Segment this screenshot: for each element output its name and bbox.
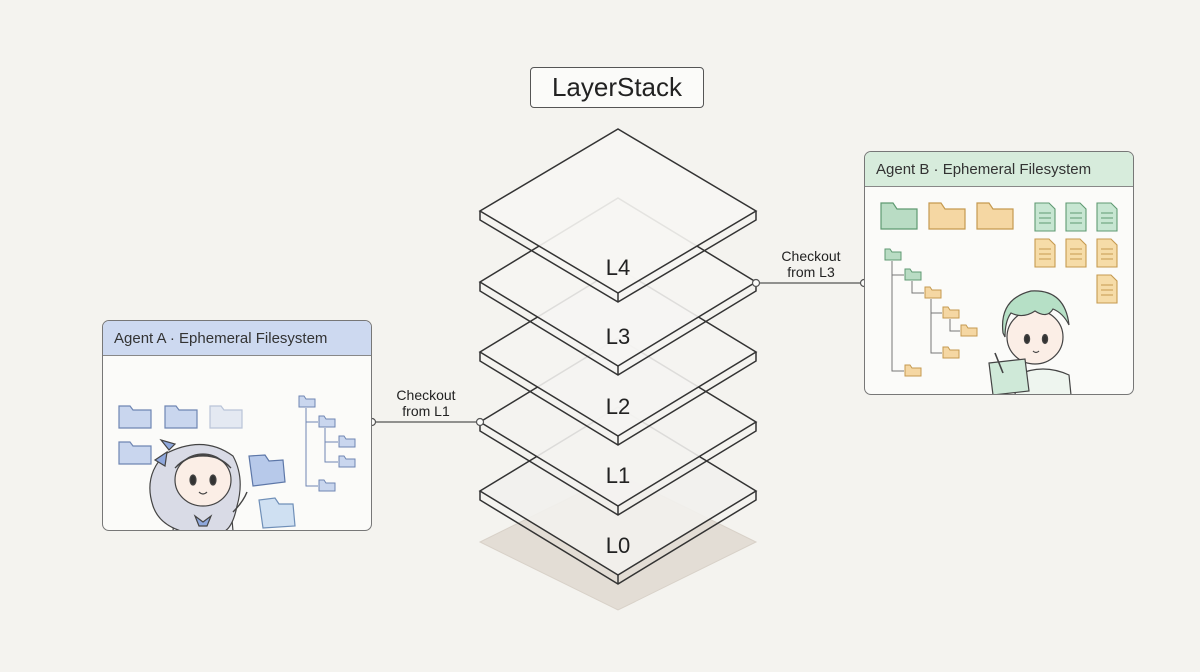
layer-label-l0: L0	[605, 533, 631, 558]
connector-agent-b	[751, 278, 869, 288]
checkout-tag-a: Checkout from L1	[388, 387, 464, 419]
checkout-tag-b-line2: from L3	[787, 264, 835, 280]
agent-a-filesystem	[103, 356, 371, 530]
agent-a-illustration	[118, 395, 356, 530]
folder-icon	[209, 405, 243, 429]
folder-icon	[880, 202, 918, 230]
agent-a-character	[149, 438, 248, 530]
folder-tree-icon	[884, 248, 978, 377]
folder-icon	[928, 202, 966, 230]
checkout-tag-a-line2: from L1	[402, 403, 450, 419]
layer-label-l4: L4	[605, 255, 631, 280]
agent-a-panel: Agent A · Ephemeral Filesystem	[102, 320, 372, 531]
agent-b-illustration	[880, 202, 1118, 394]
floating-folder-icon	[248, 454, 286, 487]
diagram-title: LayerStack	[530, 67, 704, 108]
document-icon	[1034, 202, 1118, 232]
document-icon	[1034, 238, 1118, 304]
layer-label-l1: L1	[605, 463, 631, 488]
agent-b-header: Agent B · Ephemeral Filesystem	[865, 152, 1133, 187]
agent-b-character	[988, 290, 1072, 394]
folder-icon	[976, 202, 1014, 230]
connector-agent-a	[367, 417, 485, 427]
checkout-tag-b: Checkout from L3	[772, 248, 850, 280]
floating-folder-icon	[258, 497, 296, 529]
agent-b-panel: Agent B · Ephemeral Filesystem	[864, 151, 1134, 395]
layer-label-l2: L2	[605, 394, 631, 419]
checkout-tag-b-line1: Checkout	[781, 248, 841, 264]
folder-tree-icon	[298, 395, 356, 492]
folder-icon	[118, 441, 152, 465]
layer-label-l3: L3	[605, 324, 631, 349]
agent-b-filesystem	[865, 187, 1133, 394]
layer-top-plate	[478, 128, 758, 303]
checkout-tag-a-line1: Checkout	[396, 387, 456, 403]
folder-icon	[118, 405, 152, 429]
agent-a-header: Agent A · Ephemeral Filesystem	[103, 321, 371, 356]
folder-icon	[164, 405, 198, 429]
